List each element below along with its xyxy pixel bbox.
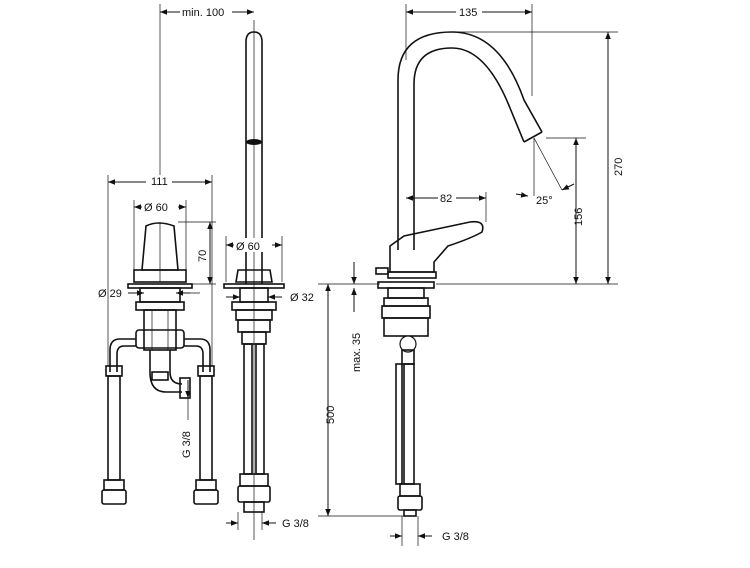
dim-70: 70 <box>197 250 209 262</box>
dim-135: 135 <box>459 7 477 19</box>
dim-60-top: Ø 60 <box>144 202 168 214</box>
dim-min-100: min. 100 <box>182 7 224 19</box>
dim-500: 500 <box>325 406 337 424</box>
spout-arc-outer <box>397 31 543 250</box>
dim-29: Ø 29 <box>98 288 122 300</box>
dim-60-mid: Ø 60 <box>236 241 260 253</box>
dim-111: 111 <box>151 176 168 188</box>
dim-156: 156 <box>573 208 585 226</box>
spout-arc-inner <box>413 47 525 250</box>
dim-g38-mid: G 3/8 <box>282 518 309 530</box>
middle-view-spout <box>223 20 285 540</box>
handle-knob <box>141 222 179 271</box>
lever-handle <box>389 220 484 273</box>
right-view-profile <box>375 31 543 517</box>
dim-25-degree: 25° <box>536 195 553 207</box>
dim-32: Ø 32 <box>290 292 314 304</box>
dim-g38-left: G 3/8 <box>181 431 193 458</box>
middle-dims: min. 100 Ø 60 Ø 32 G 3/8 <box>159 4 314 530</box>
right-dims: 135 270 156 82 25° max. 35 500 <box>318 4 625 546</box>
dim-g38-right: G 3/8 <box>442 531 469 543</box>
left-dims: 111 Ø 60 70 Ø 29 G 3/8 <box>98 174 216 458</box>
left-view-valve <box>101 222 219 505</box>
dim-max-35: max. 35 <box>351 333 363 372</box>
dim-270: 270 <box>613 158 625 176</box>
dim-82: 82 <box>440 193 452 205</box>
